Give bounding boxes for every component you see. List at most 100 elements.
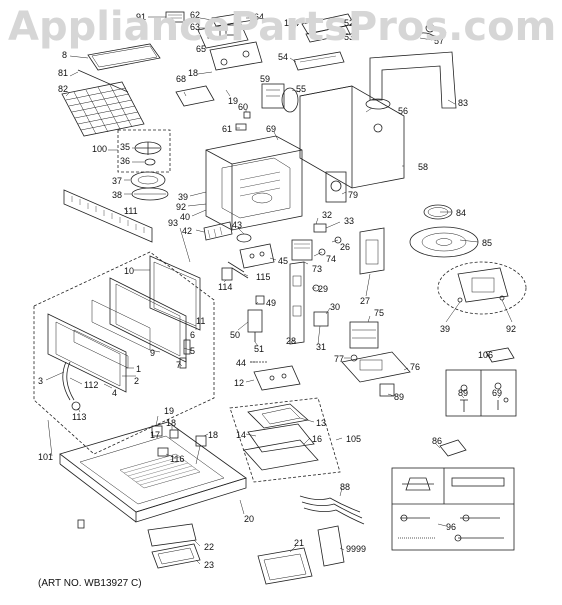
callout-61: 61 [222, 124, 232, 134]
callout-21: 21 [294, 538, 304, 548]
callout-19-lower: 19 [164, 406, 174, 416]
hinge-parts-5-6-7 [179, 339, 191, 369]
callout-5: 5 [190, 346, 195, 356]
callout-9999: 9999 [346, 544, 366, 554]
callout-19-upper: 19 [228, 96, 238, 106]
part-91 [165, 11, 185, 23]
callout-labels: 91 62 63 64 65 104 52 53 57 8 81 82 18 5… [38, 10, 516, 570]
callout-39-upper: 39 [178, 192, 188, 202]
bottom-plate-20 [59, 421, 247, 523]
mounting-plate-83 [369, 51, 457, 109]
door-handle-112 [62, 361, 75, 401]
callout-35: 35 [120, 142, 130, 152]
callout-40: 40 [180, 212, 190, 222]
callout-49: 49 [266, 298, 276, 308]
charcoal-filter-8 [87, 43, 161, 71]
callout-115: 115 [256, 272, 270, 282]
circuit-board-54 [293, 51, 345, 71]
part-60 [243, 111, 251, 119]
callout-12: 12 [234, 378, 244, 388]
door-switch-bracket-28 [289, 261, 305, 345]
callout-8: 8 [62, 50, 67, 60]
door-group-101-box [33, 251, 215, 455]
wire-harness-57 [407, 23, 447, 41]
callout-18-lower-b: 18 [208, 430, 218, 440]
oven-cavity [205, 135, 303, 231]
door-panel-10 [149, 255, 201, 331]
callout-18-upper: 18 [188, 68, 198, 78]
callout-75: 75 [374, 308, 384, 318]
callout-28: 28 [286, 336, 296, 346]
callout-92-upper: 92 [176, 202, 186, 212]
callout-89-center: 89 [394, 392, 404, 402]
stirrer-35 [134, 141, 162, 155]
kit-89-screws [460, 384, 468, 412]
callout-26: 26 [340, 242, 350, 252]
kit-box-96 [391, 467, 515, 551]
part-30-31 [313, 311, 329, 327]
callout-20: 20 [244, 514, 254, 524]
callout-84: 84 [456, 208, 466, 218]
callout-62: 62 [190, 10, 200, 20]
callout-57: 57 [434, 36, 444, 46]
callout-116: 116 [170, 454, 184, 464]
group-105-box [229, 397, 341, 483]
bracket-part-18-top [209, 41, 263, 71]
part-52-53 [301, 13, 355, 43]
turntable-motor-37 [130, 171, 166, 189]
callout-79: 79 [348, 190, 358, 200]
callout-63: 63 [190, 22, 200, 32]
callout-114: 114 [218, 282, 232, 292]
part-13 [247, 403, 309, 429]
damper-62-64 [211, 11, 255, 27]
outer-case-58 [299, 85, 405, 189]
kit-69-screws [494, 382, 509, 410]
part-32-33 [313, 223, 327, 233]
part-50-51 [247, 309, 263, 342]
callout-106: 106 [478, 350, 493, 360]
part-61 [235, 123, 247, 131]
callout-7: 7 [176, 360, 181, 370]
part-77 [350, 354, 358, 362]
callout-86: 86 [432, 436, 442, 446]
callout-16: 16 [312, 434, 322, 444]
callout-45: 45 [278, 256, 288, 266]
part-114 [221, 267, 233, 281]
callout-13: 13 [316, 418, 326, 428]
magnetron-73 [291, 239, 313, 261]
kit-96-parts [398, 477, 505, 542]
callout-44: 44 [236, 358, 246, 368]
part-115 [227, 261, 249, 279]
leader-lines [45, 16, 513, 565]
callout-23: 23 [204, 560, 214, 570]
callout-58: 58 [418, 162, 428, 172]
callout-64: 64 [254, 12, 264, 22]
part-14-16 [243, 423, 319, 471]
callout-105: 105 [346, 434, 361, 444]
waveguide-27 [359, 227, 385, 275]
callout-36: 36 [120, 156, 130, 166]
callout-53: 53 [344, 32, 354, 42]
callout-76: 76 [410, 362, 420, 372]
callout-43: 43 [232, 220, 242, 230]
callout-77: 77 [334, 354, 344, 364]
callout-14: 14 [236, 430, 246, 440]
callout-113: 113 [72, 412, 86, 422]
callout-18-lower-a: 18 [166, 418, 176, 428]
door-glass-9 [91, 299, 151, 351]
callout-37: 37 [112, 176, 122, 186]
filter-22 [147, 523, 197, 547]
callout-69-upper: 69 [266, 124, 276, 134]
callout-101: 101 [38, 452, 53, 462]
callout-96: 96 [446, 522, 456, 532]
turntable-support-38 [131, 187, 169, 201]
callout-69-kit: 69 [492, 388, 502, 398]
part-42 [203, 221, 233, 241]
callout-112: 112 [84, 380, 98, 390]
callout-82: 82 [58, 84, 68, 94]
door-outer-2 [47, 313, 127, 393]
callout-39-lower: 39 [440, 324, 450, 334]
wire-rack-82 [61, 81, 145, 137]
callout-74: 74 [326, 254, 336, 264]
